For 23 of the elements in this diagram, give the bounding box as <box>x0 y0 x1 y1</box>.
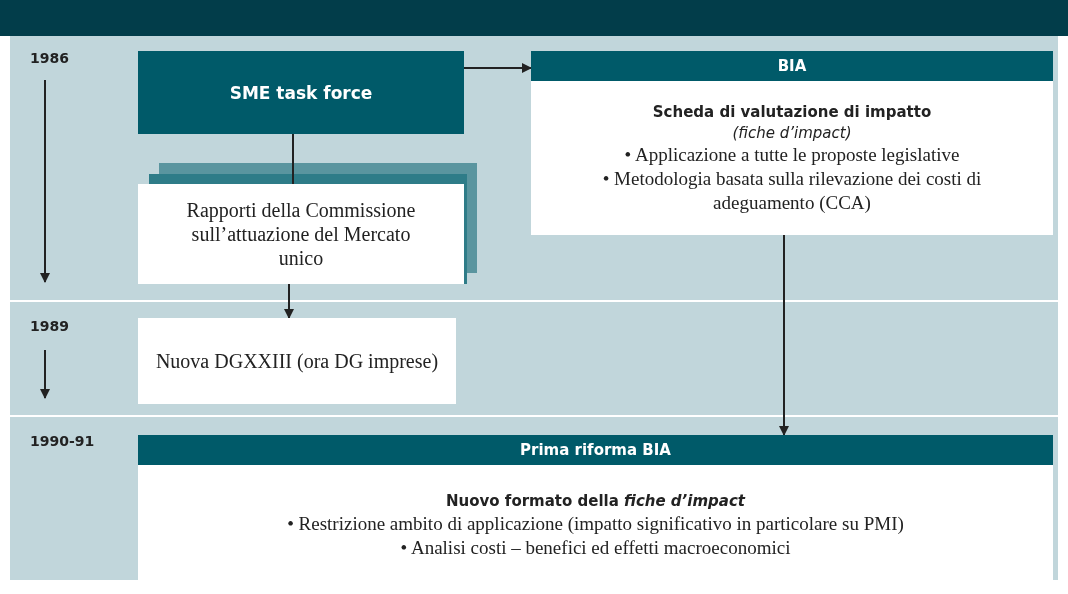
year-label: 1989 <box>30 318 69 334</box>
box-text: SME task force <box>229 81 373 104</box>
process-box <box>138 184 464 284</box>
bullet-text: • Analisi costi – benefici ed effetti macroeconomici <box>400 536 791 560</box>
year-label: 1990-91 <box>30 433 95 449</box>
year-label: 1986 <box>30 50 69 66</box>
box-subtitle: Nuovo formato della fiche d’impact <box>446 491 745 512</box>
box-header: BIA <box>531 51 1053 81</box>
connector-line <box>292 133 294 185</box>
arrow <box>284 283 294 319</box>
process-box <box>138 318 456 404</box>
process-box <box>138 51 464 134</box>
box-text: Nuova DGXXIII (ora DG imprese) <box>155 349 439 373</box>
bullet-text: • Restrizione ambito di applicazione (impatto significativo in particolare su PMI) <box>287 512 904 536</box>
box-header: Prima riforma BIA <box>138 435 1053 465</box>
box-note: (fiche d’impact) <box>732 123 852 143</box>
arrow <box>463 63 532 73</box>
arrow <box>779 234 789 436</box>
bullet-text: • Applicazione a tutte le proposte legislative <box>624 143 960 167</box>
box-text: Rapporti della Commissione sull’attuazione del Mercato unico <box>185 198 417 270</box>
bullet-text: • Metodologia basata sulla rilevazione dei costi di adeguamento (CCA) <box>601 167 983 215</box>
box-subtitle: Scheda di valutazione di impatto <box>652 102 932 123</box>
process-box <box>531 51 1053 235</box>
